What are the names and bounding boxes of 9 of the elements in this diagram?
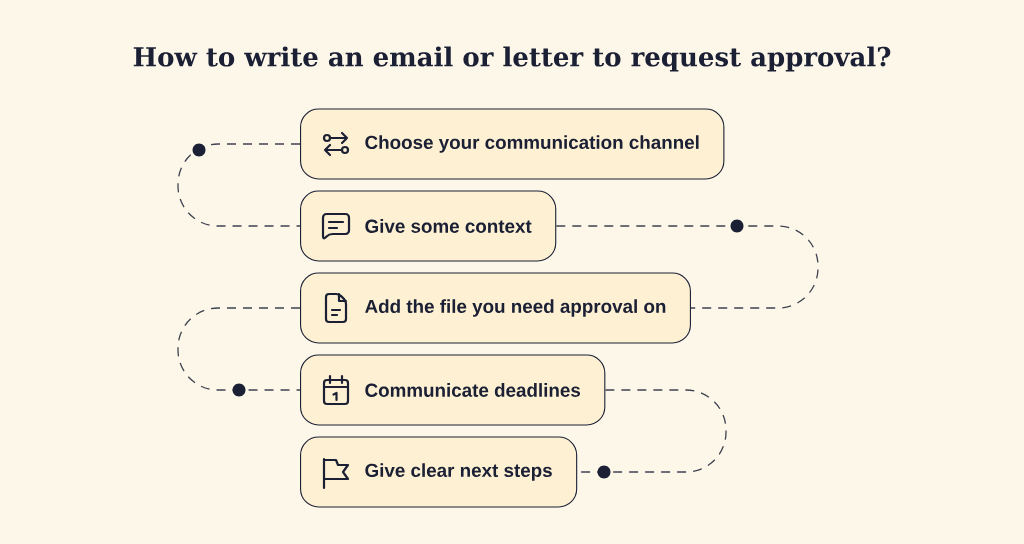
dashed-connector bbox=[177, 307, 301, 391]
step-box: Give some context bbox=[300, 190, 557, 262]
step-box: Communicate deadlines bbox=[300, 354, 606, 426]
step-box: Add the file you need approval on bbox=[300, 272, 691, 344]
step-box: Give clear next steps bbox=[300, 436, 578, 508]
dashed-connector bbox=[555, 225, 819, 309]
dashed-connector bbox=[177, 143, 301, 227]
step-box: Choose your communication channel bbox=[300, 108, 725, 180]
title: How to write an email or letter to request approval? bbox=[133, 46, 891, 72]
